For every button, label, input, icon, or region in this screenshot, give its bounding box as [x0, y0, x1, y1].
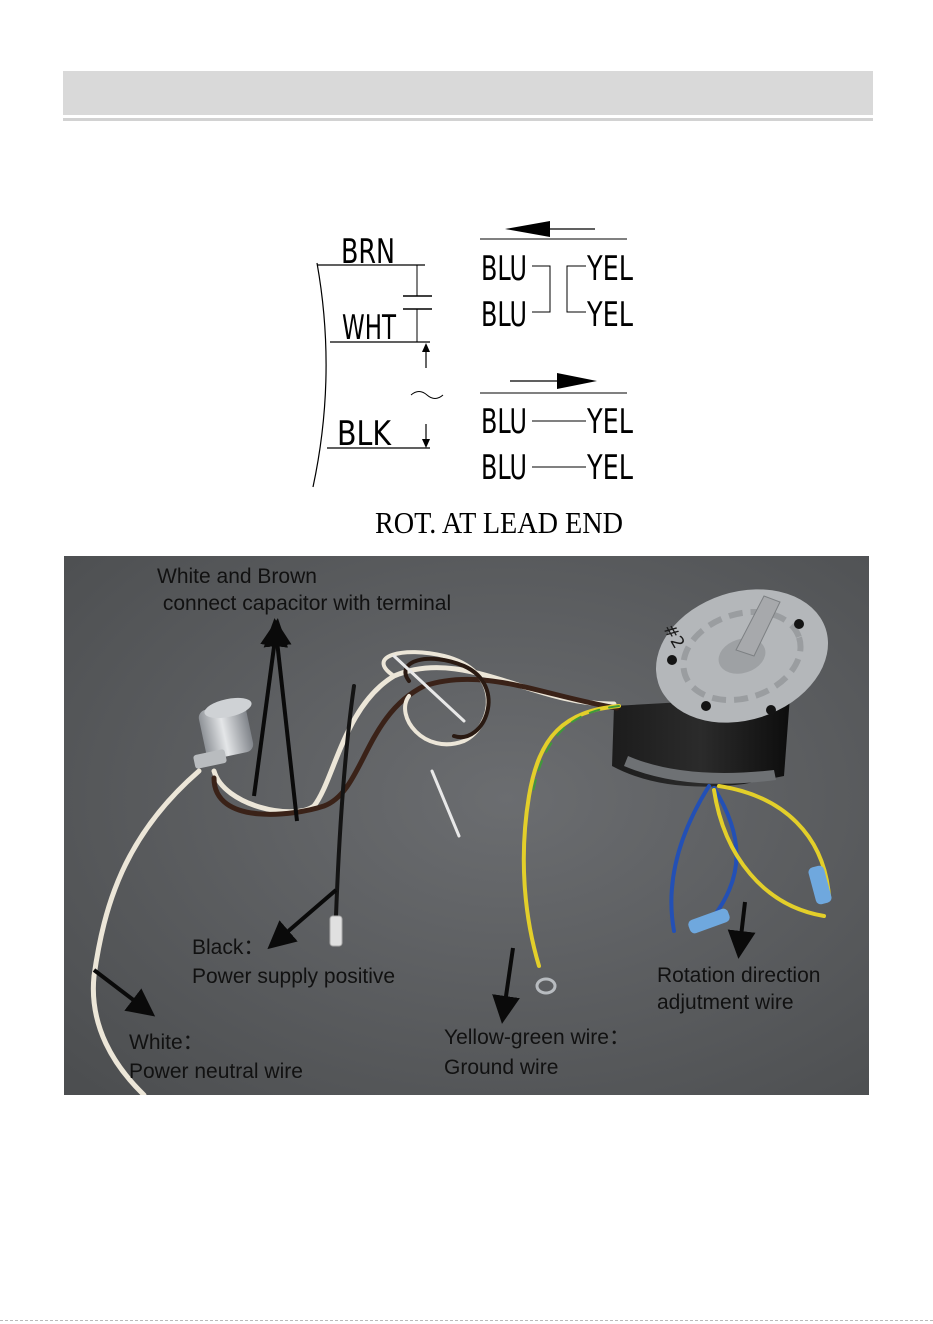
lead-label-blk: BLK	[337, 414, 392, 454]
ac-symbol	[411, 392, 443, 399]
black-wire-terminal	[330, 916, 342, 946]
supply-up-arrowhead	[422, 343, 430, 352]
wiring-photo: #2	[64, 556, 869, 1095]
wiring-diagram: BRN WHT BLK BLU BLU YEL YEL BLU BLU YEL …	[305, 205, 645, 545]
motor-screw	[701, 701, 711, 711]
lead-label-wht: WHT	[342, 308, 396, 348]
capacitor-label-line2: connect capacitor with terminal	[157, 592, 451, 615]
ccw-blu-jumper	[532, 266, 550, 312]
supply-down-arrowhead	[422, 439, 430, 448]
motor-screw	[667, 655, 677, 665]
lead-label-brn: BRN	[341, 232, 395, 272]
black-label-line2: Power supply positive	[192, 965, 395, 988]
cw-yel-1: YEL	[586, 402, 633, 442]
rotation-label-line2: adjutment wire	[657, 991, 794, 1014]
white-label-line1: White：	[129, 1031, 204, 1054]
header-divider	[63, 118, 873, 121]
cw-yel-2: YEL	[586, 448, 633, 488]
ccw-yel-2: YEL	[586, 295, 633, 335]
diagram-caption: ROT. AT LEAD END	[375, 505, 623, 540]
cw-blu-1: BLU	[481, 402, 527, 442]
wiring-photo-svg: #2	[64, 556, 869, 1095]
cw-direction-arrow-head	[557, 373, 597, 389]
motor-screw	[794, 619, 804, 629]
ccw-yel-jumper	[567, 266, 586, 312]
white-label-line2: Power neutral wire	[129, 1060, 303, 1083]
ccw-direction-arrow-head	[505, 221, 550, 237]
rotation-label-line1: Rotation direction	[657, 964, 820, 987]
capacitor-label-line1: White and Brown	[157, 565, 317, 588]
page-footer-rule	[0, 1320, 933, 1321]
ground-label-line2: Ground wire	[444, 1056, 558, 1079]
header-bar	[63, 71, 873, 115]
ground-label-line1: Yellow-green wire：	[444, 1026, 630, 1049]
cw-blu-2: BLU	[481, 448, 527, 488]
motor-housing-arc	[313, 263, 326, 487]
ccw-blu-1: BLU	[481, 249, 527, 289]
motor-screw	[766, 705, 776, 715]
wiring-diagram-svg: BRN WHT BLK BLU BLU YEL YEL BLU BLU YEL …	[305, 205, 645, 545]
ccw-yel-1: YEL	[586, 249, 633, 289]
ccw-blu-2: BLU	[481, 295, 527, 335]
black-label-line1: Black：	[192, 936, 264, 959]
